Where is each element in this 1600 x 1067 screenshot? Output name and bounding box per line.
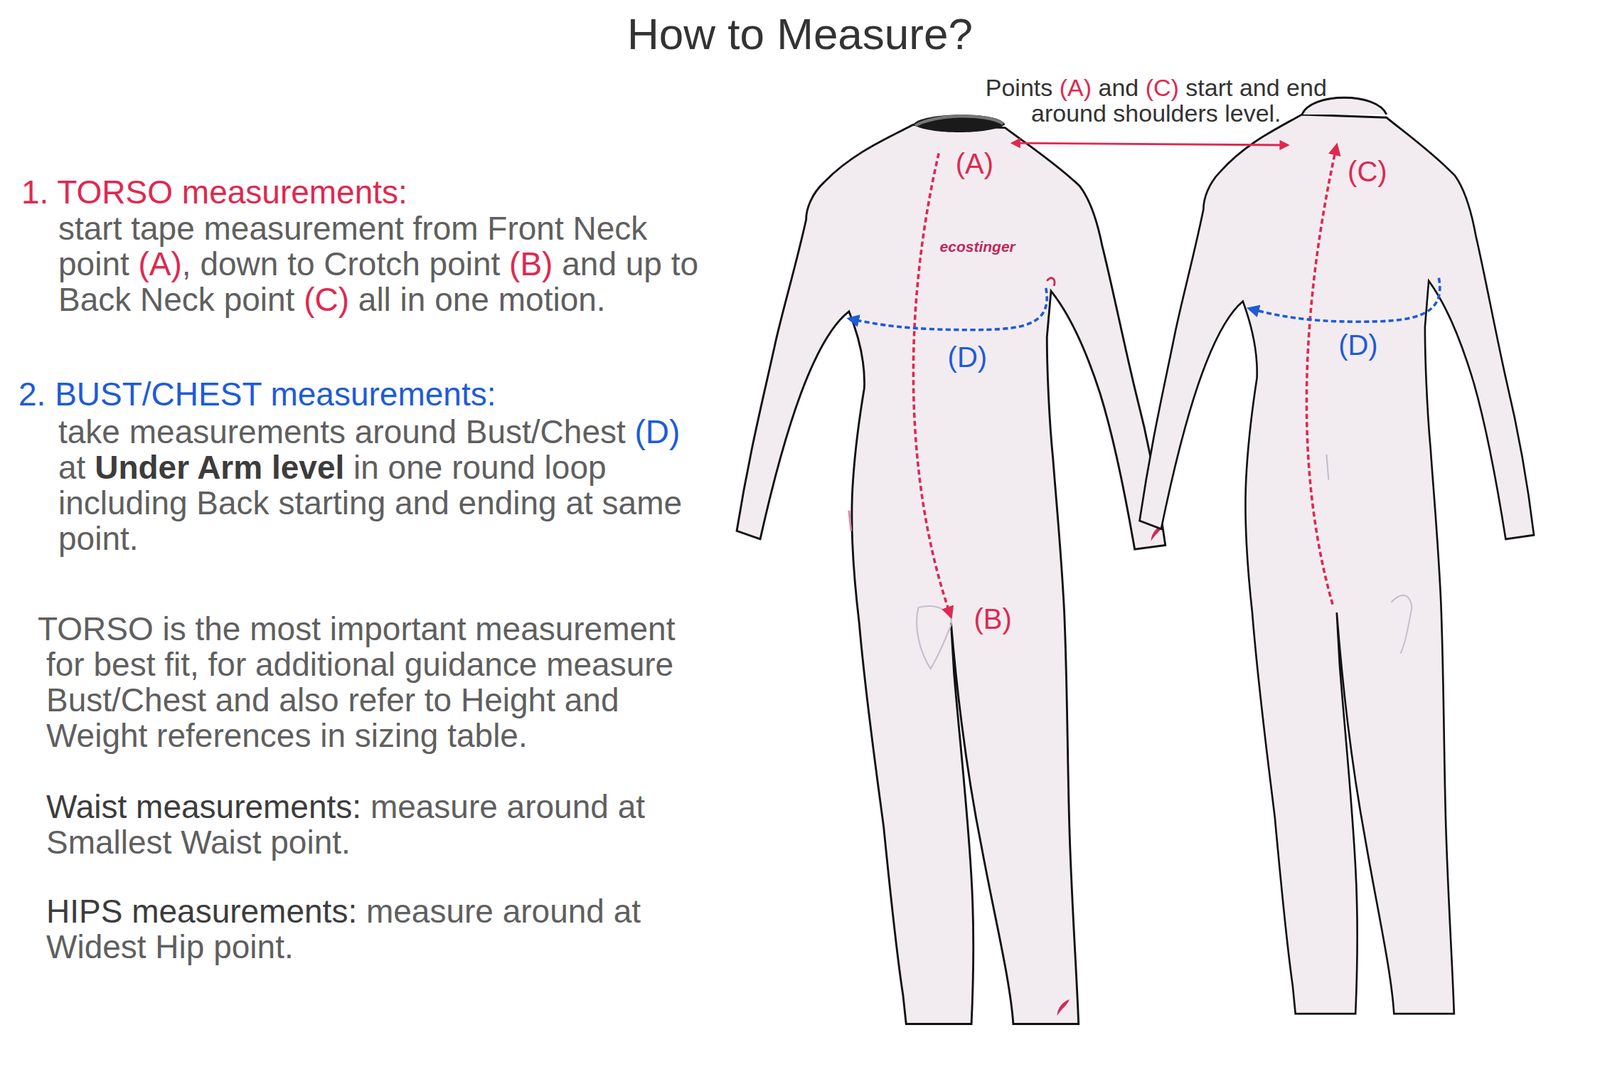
point-label: (C) [1347, 155, 1388, 188]
highlight-text: 1. TORSO measurements: [21, 173, 408, 211]
shoulder-level-arrow [1011, 142, 1288, 146]
instruction-text: , down to Crotch point [182, 245, 500, 283]
highlight-text: (C) [303, 280, 350, 318]
collar-shine [915, 115, 1003, 126]
back-wetsuit [1139, 114, 1534, 1014]
bust-heading: 2. BUST/CHEST measurements: [18, 376, 730, 412]
point-label: (D) [947, 341, 988, 374]
highlight-text: Points [985, 73, 1054, 101]
torso-tape-front [913, 152, 951, 616]
instruction-text: TORSO is the most important measurement … [37, 610, 675, 754]
point-label: (A) [955, 147, 994, 180]
shoulder-note: Points (A) and (C) start and end around … [953, 74, 1359, 126]
brand-logo: ecostinger [940, 238, 1016, 256]
seam-line [1390, 595, 1412, 654]
seam-mark [1046, 278, 1055, 286]
collar [913, 114, 1005, 133]
highlight-text: (B) [509, 245, 553, 283]
bust-tape-front [849, 288, 1047, 330]
instruction-text: at [58, 448, 86, 486]
ankle-logo [1057, 999, 1070, 1016]
hips-note: HIPS measurements: measure around at Wid… [46, 893, 708, 965]
waist-note: Waist measurements: measure around at Sm… [46, 788, 708, 860]
highlight-text: 2. BUST/CHEST measurements: [18, 375, 496, 413]
torso-instructions: start tape measurement from Front Neck p… [58, 210, 702, 318]
torso-heading: 1. TORSO measurements: [21, 174, 733, 210]
highlight-text: (C) [1145, 73, 1180, 101]
front-wetsuit [736, 124, 1166, 1024]
page-title: How to Measure? [0, 8, 1600, 60]
instruction-text: all in one motion. [358, 280, 606, 318]
point-label: (D) [1338, 329, 1379, 362]
highlight-text: Waist measurements: [46, 787, 362, 825]
highlight-text: and [1098, 73, 1140, 101]
highlight-text: (D) [635, 413, 681, 451]
instruction-text: take measurements around Bust/Chest [58, 413, 626, 451]
highlight-text: (A) [1059, 73, 1092, 101]
point-label: (B) [974, 602, 1012, 635]
seam-line [1326, 454, 1329, 480]
highlight-text: HIPS measurements: [46, 892, 357, 930]
crotch-seam [916, 605, 952, 669]
torso-tape-back [1306, 145, 1337, 605]
bust-instructions: take measurements around Bust/Chest (D) … [58, 413, 702, 557]
highlight-text: Under Arm level [94, 448, 345, 486]
seam-mark [849, 510, 852, 532]
bust-tape-back [1248, 278, 1440, 323]
highlight-text: (A) [138, 245, 183, 283]
torso-note: TORSO is the most important measurement … [46, 610, 708, 754]
